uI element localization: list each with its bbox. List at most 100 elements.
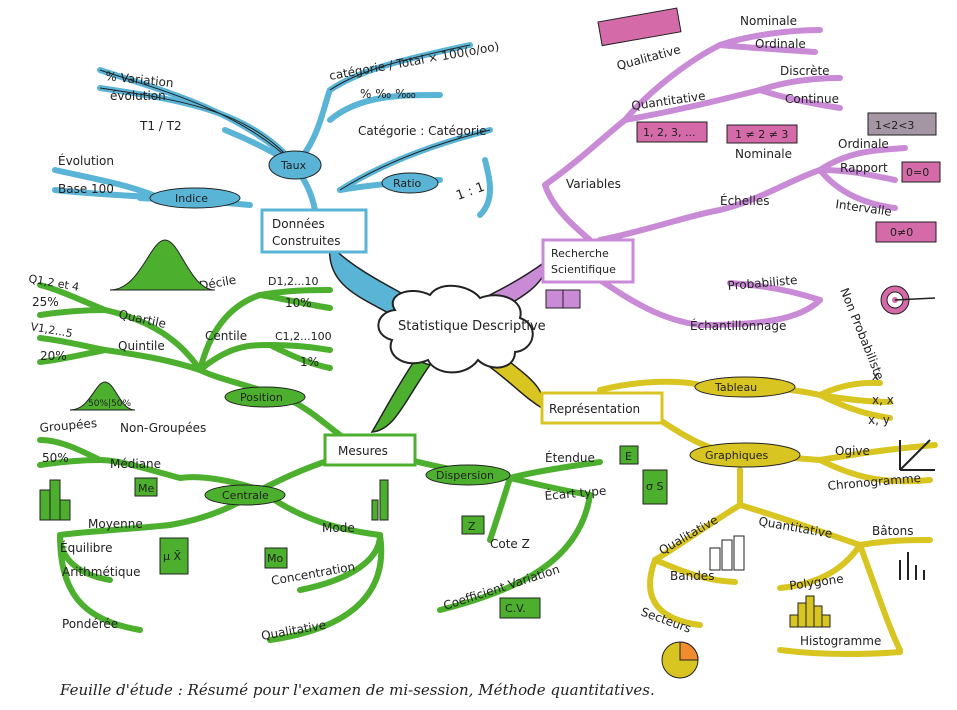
quant-box [636,121,708,143]
un-un-label: 1 : 1 [454,180,487,204]
center-cloud [377,284,534,374]
ordre-box-label: 1 ≠ 2 ≠ 3 [735,128,788,141]
tableau-label: Tableau [714,381,757,394]
mesures-box [323,433,417,467]
categorie-total-label: catégorie / Total × 100(o/oo) [328,39,500,83]
centrale-label: Centrale [222,489,269,502]
moyenne-label: Moyenne [88,517,143,531]
ordre2-box [867,112,937,136]
arithmetique-label: Arithmétique [62,565,141,579]
bell-curve-icon [109,239,216,291]
decile-label: Décile [198,273,237,293]
qualitative-label: Qualitative [615,42,682,73]
histogram-icon [789,595,831,628]
quant-box-label: 1, 2, 3, ... [643,126,695,139]
book-icon [545,289,581,309]
me-box [134,477,158,497]
rapport-label: Rapport [840,161,888,175]
rapport-box-label: 0=0 [906,166,929,179]
m-pct-label: 50% [42,451,69,465]
ordre-box [726,124,798,144]
intervalle-label: Intervalle [835,197,893,219]
quartile-label: Quartile [117,307,167,331]
centile-label: Centile [205,329,247,343]
ecart-box-label: σ S [646,480,663,493]
batons-icon [899,552,925,580]
mu-box-label: μ X̄ [163,550,181,563]
tab-xy-label: x, y [868,413,890,427]
probabiliste-label: Probabiliste [727,273,798,293]
intervalle-box [875,221,937,243]
tab-x-label: x [872,369,879,383]
cv-box-label: C.V. [505,602,526,615]
position-node [224,386,306,408]
indice-node [149,187,241,209]
q-pct-label: 25% [32,295,59,309]
cv-box [499,597,541,619]
equilibre-label: Équilibre [60,540,112,555]
mode-bars-icon [371,479,389,521]
donnees-title-2: Construites [272,234,341,248]
discrete-label: Discrète [780,64,830,78]
qual-box [597,7,682,47]
indice-label: Indice [175,192,208,205]
secteurs-label: Secteurs [639,605,693,636]
groupees-label: Groupées [39,416,98,435]
ecart-type-label: Écart type [544,483,607,503]
mediane-label: Médiane [110,457,161,471]
rep-quantitative-label: Quantitative [757,514,833,541]
histogramme-label: Histogramme [800,634,881,648]
polygone-label: Polygone [788,572,844,593]
mesures-title: Mesures [338,444,388,458]
z-box [461,515,485,535]
graphiques-label: Graphiques [705,449,769,462]
donnees-title-1: Données [272,217,325,231]
mode-label: Mode [322,521,355,535]
v-pct-label: 20% [40,349,67,363]
variation-label: % Variation [105,69,175,90]
recherche-title-2: Scientifique [551,263,616,276]
base100-label: Base 100 [58,182,114,196]
tab-xx-label: x, x [872,393,894,407]
c-labels: C1,2...100 [275,330,332,343]
mu-box [159,537,189,575]
pie-icon [661,641,699,679]
indice-evolution-label: Évolution [58,153,114,168]
taux-label: Taux [280,159,307,172]
z-box-label: Z [468,520,476,533]
rapport-box [901,161,941,183]
ech-nominale-label: Nominale [735,147,792,161]
non-groupees-label: Non-Groupées [120,421,206,435]
dispersion-node [425,464,511,486]
representation-box [540,391,664,425]
mo-box [264,547,288,569]
echantillonnage-label: Échantillonnage [690,318,786,333]
representation-title: Représentation [549,402,640,416]
evolution-label: évolution [110,89,166,103]
chronogramme-label: Chronogramme [827,471,921,493]
nominale-label: Nominale [740,14,797,28]
intervalle-box-label: 0≠0 [890,226,913,239]
batons-label: Bâtons [872,524,914,538]
t1t2-label: T1 / T2 [139,119,182,133]
variables-label: Variables [566,177,621,191]
stacked-bars-icon [39,479,71,521]
ratio-node [381,172,439,194]
representation-group [597,378,938,658]
recherche-title-1: Recherche [551,247,609,260]
centrale-node [204,484,286,506]
bandes-chart-icon [709,535,745,571]
etendue-box [619,445,639,465]
ecart-box [642,469,668,505]
donnees-box [260,208,368,254]
ogive-icon [899,439,935,471]
recherche-group [542,27,908,328]
target-icon [880,285,936,315]
cat-cat-label: Catégorie : Catégorie [358,124,487,138]
ratio-label: Ratio [393,177,422,190]
d-pct-label: 10% [285,296,312,310]
ordinale-label: Ordinale [755,37,806,51]
bandes-label: Bandes [670,569,714,583]
